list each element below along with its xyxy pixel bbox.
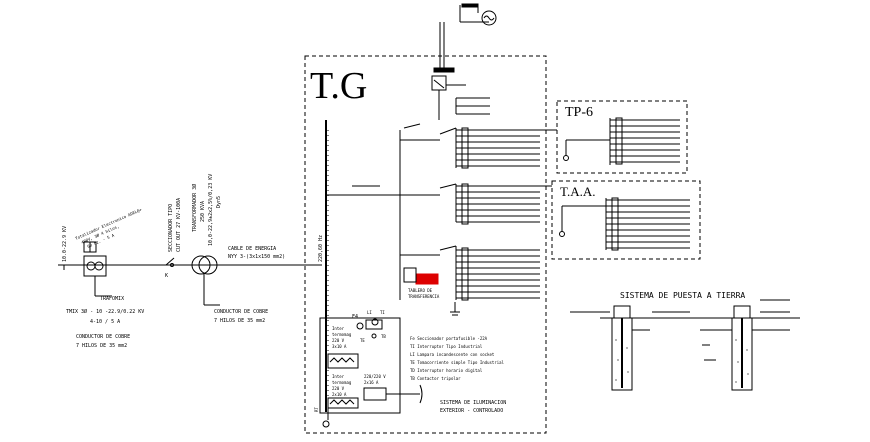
transformer-icon: [191, 255, 211, 275]
trafomix-title: TRAFOMIX: [100, 296, 124, 302]
cable-energia-1: CABLE DE ENERGIA: [228, 246, 276, 252]
taa-border: [551, 180, 701, 260]
control-box: [319, 317, 401, 414]
li-label: LI: [367, 310, 372, 315]
te-label: TE: [360, 338, 365, 343]
inter-b-3: 220 V: [332, 386, 345, 391]
breaker-group-1: [403, 123, 540, 169]
legend-item: TI Interruptor Tipo Industrial: [410, 344, 483, 349]
inter-b-1: Inter: [332, 374, 345, 379]
tg-border: [304, 55, 547, 434]
inter-a-3: 220 V: [332, 338, 345, 343]
line-voltage-label: 10.0-22.9 KV: [62, 226, 68, 262]
red-note-2: TRANSFERENCIA: [408, 294, 440, 299]
tg-panel: T.G: [304, 55, 547, 434]
breaker-group-3: [439, 245, 540, 301]
legend-item: TD Interruptor horario digital: [410, 368, 483, 373]
transformador-label-2: 250 KVA: [200, 201, 206, 222]
puesta-tierra-title: SISTEMA DE PUESTA A TIERRA: [620, 291, 745, 300]
tg-title: T.G: [310, 65, 367, 107]
legend-item: Fe Seccionador portafusible -22A: [410, 336, 488, 341]
taa-title: T.A.A.: [560, 184, 596, 199]
tp6-title: TP-6: [565, 105, 593, 120]
legend-item: TB Contactor tripolar: [410, 376, 461, 381]
conductor-left-2: 7 HILOS DE 35 mm2: [76, 343, 127, 349]
ti-label: TI: [380, 310, 385, 315]
legend: Fe Seccionador portafusible -22A TI Inte…: [410, 336, 506, 414]
iluminacion-2: EXTERIOR - CONTROLADO: [440, 408, 503, 414]
bus-voltage-label: 220,60 Hz: [318, 235, 324, 262]
legend-item: TE Tomacorriente simple Tipo Industrial: [410, 360, 505, 365]
conductor-mid-2: 7 HILOS DE 35 mm2: [214, 318, 265, 324]
trafomix-spec-2: 4-10 / 5 A: [90, 319, 120, 325]
rt-label: RT: [314, 407, 319, 412]
cutout-switch: [165, 257, 175, 266]
inter-a-2: termomag: [332, 332, 352, 337]
f4-label: F4: [352, 314, 358, 320]
contactor-1: 220/220 V: [364, 374, 386, 379]
conductor-left-1: CONDUCTOR DE COBRE: [76, 334, 130, 340]
tp6-panel: TP-6: [556, 100, 688, 174]
iluminacion-1: SISTEMA DE ILUMINACION: [440, 400, 506, 406]
transformador-label-1: TRANSFORMADOR 3Ø: [191, 184, 198, 232]
red-note-1: TABLERO DE: [408, 288, 433, 293]
inter-a-4: 3x10 A: [332, 344, 347, 349]
incoming-supply: 10.0-22.9 KV Totalizador Electronico ADE…: [58, 174, 324, 349]
seccionador-label-1: SECCIONADOR TIPO: [168, 204, 174, 252]
inter-a-1: Inter: [332, 326, 345, 331]
transformador-label-4: Dyn5: [216, 196, 222, 208]
trafomix-spec-1: TMIX 3Ø - 10 -22.9/0.22 KV: [66, 308, 144, 315]
taa-panel: T.A.A.: [540, 129, 701, 260]
tb-label: TB: [381, 334, 386, 339]
breaker-group-2: [439, 183, 540, 225]
conductor-mid-1: CONDUCTOR DE COBRE: [214, 309, 268, 315]
inter-b-4: 2x10 A: [332, 392, 347, 397]
legend-item: LI Lampara incandescente con socket: [410, 352, 495, 357]
transformador-label-3: 10,0-22,9±2x2,5%/0,23 KV: [208, 174, 214, 246]
control-subpanel: F4 TE TI LI TB Inter termomag 220 V 3x10…: [314, 310, 423, 428]
inter-b-2: termomag: [332, 380, 352, 385]
seccionador-label-2: CUT OUT 27 KV-100A: [176, 198, 182, 252]
tp6-border: [556, 100, 688, 174]
grounding-detail: SISTEMA DE PUESTA A TIERRA: [570, 291, 800, 391]
contactor-2: 2x16 A: [364, 380, 379, 385]
k-label: K: [165, 273, 168, 279]
generator-icon: [481, 10, 497, 26]
generator: [431, 3, 497, 120]
red-transfer-unit: [415, 273, 439, 285]
cable-energia-2: NYY 3-(3x1x150 mm2): [228, 254, 285, 260]
